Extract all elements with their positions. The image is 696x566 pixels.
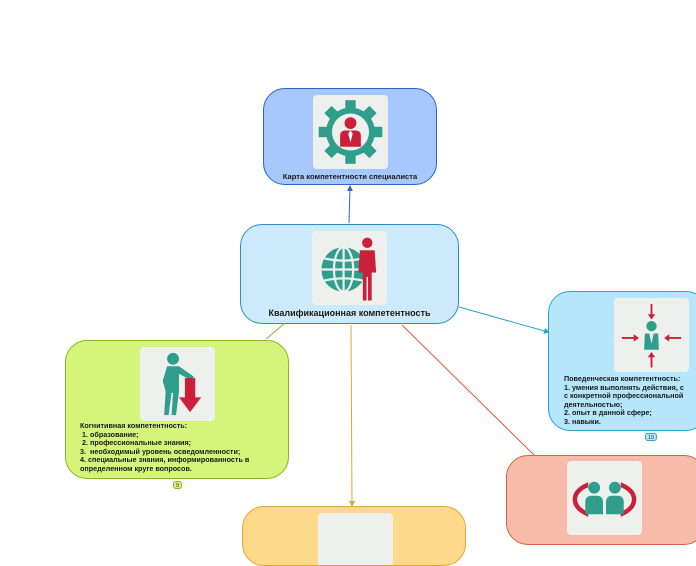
node-qualification-competence[interactable]: Квалификационная компетентность: [240, 224, 459, 324]
globe-person-icon: [312, 231, 387, 305]
person-arrow-down-icon: [140, 347, 215, 421]
link-center-cognitive: [265, 323, 285, 340]
link-center-top: [346, 185, 353, 224]
two-people-cycle-icon: [567, 461, 642, 535]
connector-lines: [265, 185, 550, 507]
node-cognitive-badge[interactable]: 9: [173, 481, 183, 489]
node-cognitive-competence-text: Когнитивная компетентность: 1. образован…: [80, 421, 250, 473]
node-specialist-map-title: Карта компетентности специалиста: [282, 172, 418, 181]
node-behavioral-competence[interactable]: Поведенческая компетентность: 1. умения …: [548, 291, 696, 431]
bottom-node-icon: [318, 513, 393, 565]
link-center-behavioral: [458, 306, 550, 334]
node-bottom-competence[interactable]: [242, 506, 466, 566]
link-center-social: [401, 324, 535, 456]
node-social-competence[interactable]: [506, 455, 696, 545]
link-center-bottom: [348, 324, 355, 507]
person-arrows-in-icon: [614, 298, 689, 372]
node-behavioral-badge[interactable]: 10: [645, 433, 658, 441]
node-specialist-map[interactable]: Карта компетентности специалиста: [263, 88, 437, 185]
node-behavioral-competence-text: Поведенческая компетентность: 1. умения …: [564, 374, 684, 426]
gear-person-icon: [313, 95, 388, 169]
node-qualification-competence-title: Квалификационная компетентность: [268, 308, 431, 318]
node-cognitive-competence[interactable]: Когнитивная компетентность: 1. образован…: [65, 340, 289, 479]
